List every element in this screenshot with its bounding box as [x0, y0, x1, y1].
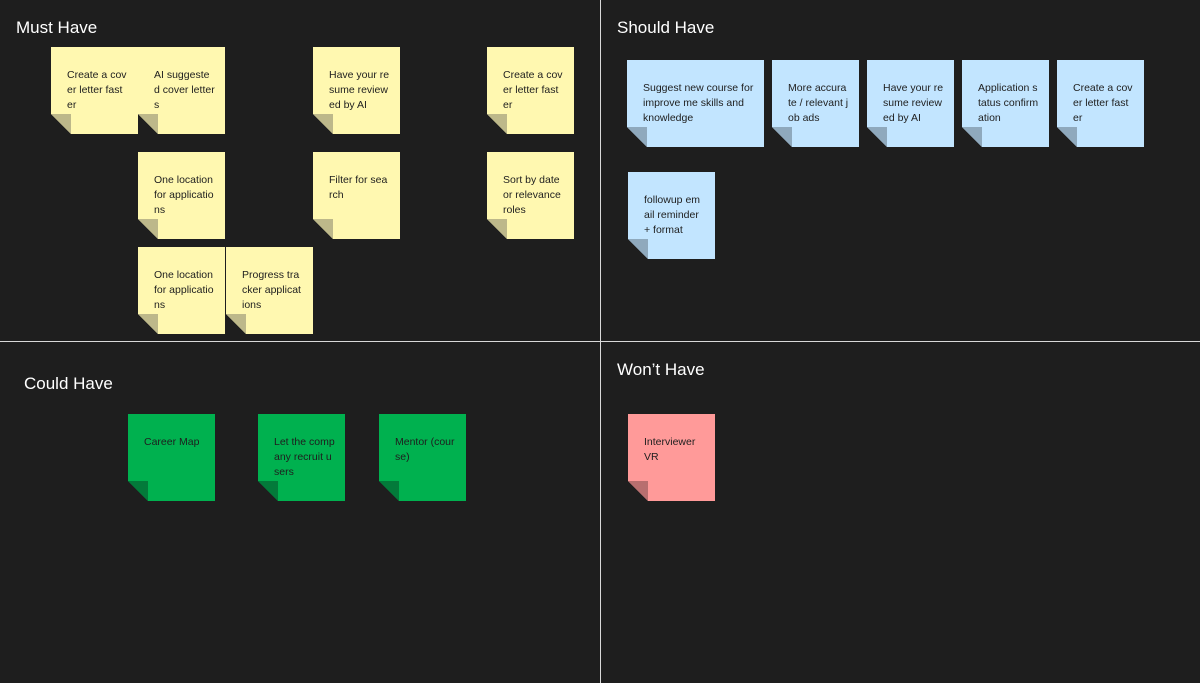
sticky-note-text: Mentor (course) [395, 436, 455, 463]
sticky-note-must-8[interactable]: One location for applications [138, 247, 225, 334]
note-fold-corner [487, 219, 507, 239]
sticky-note-must-5[interactable]: One location for applications [138, 152, 225, 239]
sticky-note-text: Let the company recruit users [274, 436, 335, 478]
sticky-note-could-1[interactable]: Career Map [128, 414, 215, 501]
note-fold-corner [1057, 127, 1077, 147]
note-fold-corner [313, 219, 333, 239]
sticky-note-text: Progress tracker applications [242, 269, 301, 311]
note-fold-corner [138, 219, 158, 239]
sticky-note-text: Create a cover letter faster [503, 69, 563, 111]
sticky-note-should-2[interactable]: More accurate / relevant job ads [772, 60, 859, 147]
note-fold-flap [226, 314, 246, 334]
section-title-should-have: Should Have [617, 18, 715, 37]
sticky-note-text: More accurate / relevant job ads [788, 82, 849, 124]
note-fold-flap [487, 114, 507, 134]
note-fold-corner [627, 127, 647, 147]
section-title-could-have: Could Have [24, 374, 113, 393]
sticky-note-could-2[interactable]: Let the company recruit users [258, 414, 345, 501]
note-fold-corner [628, 239, 648, 259]
sticky-note-text: Have your resume reviewed by AI [883, 82, 944, 124]
note-fold-flap [128, 481, 148, 501]
sticky-note-text: One location for applications [154, 269, 214, 311]
sticky-note-must-9[interactable]: Progress tracker applications [226, 247, 313, 334]
note-fold-flap [628, 481, 648, 501]
note-fold-flap [772, 127, 792, 147]
section-title-must-have: Must Have [16, 18, 98, 37]
note-fold-corner [772, 127, 792, 147]
sticky-note-should-1[interactable]: Suggest new course for improve me skills… [627, 60, 764, 147]
sticky-note-must-3[interactable]: Have your resume reviewed by AI [313, 47, 400, 134]
sticky-note-text: followup email reminder + format [644, 194, 701, 236]
note-fold-flap [258, 481, 278, 501]
note-fold-corner [128, 481, 148, 501]
note-fold-flap [138, 114, 158, 134]
section-title-wont-have: Won’t Have [617, 360, 705, 379]
sticky-note-text: Create a cover letter faster [1073, 82, 1133, 124]
note-fold-corner [258, 481, 278, 501]
note-fold-flap [51, 114, 71, 134]
note-fold-corner [379, 481, 399, 501]
note-fold-corner [138, 114, 158, 134]
note-fold-flap [962, 127, 982, 147]
sticky-note-text: Application status confirmation [978, 82, 1039, 124]
sticky-note-should-5[interactable]: Create a cover letter faster [1057, 60, 1144, 147]
sticky-note-text: One location for applications [154, 174, 214, 216]
sticky-note-must-1[interactable]: Create a cover letter faster [51, 47, 138, 134]
sticky-note-could-3[interactable]: Mentor (course) [379, 414, 466, 501]
note-fold-flap [313, 219, 333, 239]
sticky-note-must-4[interactable]: Create a cover letter faster [487, 47, 574, 134]
sticky-note-should-3[interactable]: Have your resume reviewed by AI [867, 60, 954, 147]
note-fold-flap [867, 127, 887, 147]
note-fold-flap [627, 127, 647, 147]
sticky-note-must-6[interactable]: Filter for search [313, 152, 400, 239]
note-fold-flap [1057, 127, 1077, 147]
note-fold-corner [487, 114, 507, 134]
sticky-note-text: AI suggested cover letters [154, 69, 215, 111]
note-fold-corner [51, 114, 71, 134]
note-fold-flap [313, 114, 333, 134]
sticky-note-text: Suggest new course for improve me skills… [643, 82, 754, 124]
note-fold-corner [962, 127, 982, 147]
sticky-note-must-7[interactable]: Sort by date or relevance roles [487, 152, 574, 239]
horizontal-divider [0, 341, 1200, 342]
note-fold-corner [313, 114, 333, 134]
sticky-note-text: Career Map [144, 436, 200, 448]
sticky-note-text: Create a cover letter faster [67, 69, 127, 111]
note-fold-flap [138, 219, 158, 239]
note-fold-flap [628, 239, 648, 259]
note-fold-corner [867, 127, 887, 147]
sticky-note-must-2[interactable]: AI suggested cover letters [138, 47, 225, 134]
sticky-note-text: Interviewer VR [644, 436, 696, 463]
sticky-note-text: Sort by date or relevance roles [503, 174, 561, 216]
note-fold-flap [138, 314, 158, 334]
note-fold-corner [226, 314, 246, 334]
note-fold-corner [628, 481, 648, 501]
sticky-note-should-4[interactable]: Application status confirmation [962, 60, 1049, 147]
note-fold-corner [138, 314, 158, 334]
note-fold-flap [487, 219, 507, 239]
sticky-note-should-6[interactable]: followup email reminder + format [628, 172, 715, 259]
sticky-note-wont-1[interactable]: Interviewer VR [628, 414, 715, 501]
sticky-note-text: Filter for search [329, 174, 388, 201]
note-fold-flap [379, 481, 399, 501]
sticky-note-text: Have your resume reviewed by AI [329, 69, 390, 111]
